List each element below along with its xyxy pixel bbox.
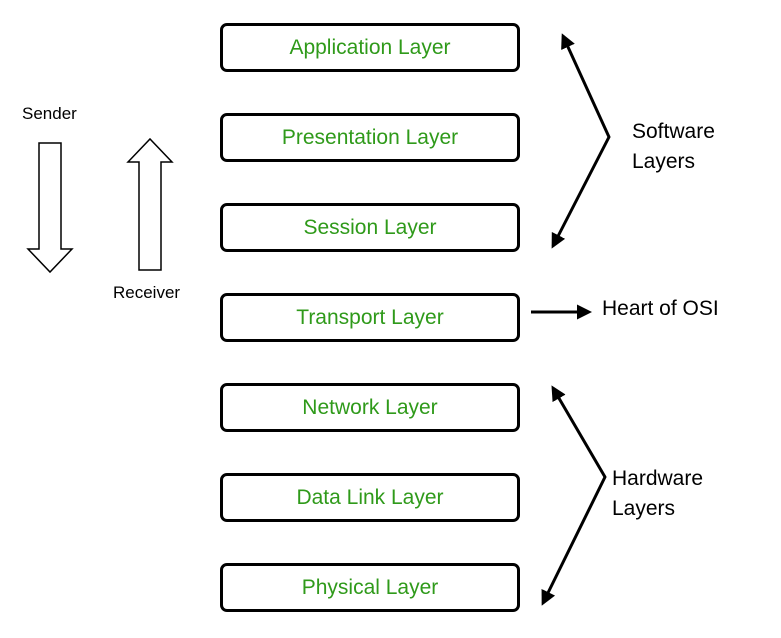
layer-box-data-link: Data Link Layer xyxy=(220,473,520,522)
receiver-up-arrow-icon xyxy=(126,137,174,271)
layer-label-data-link: Data Link Layer xyxy=(296,485,444,509)
layer-box-transport: Transport Layer xyxy=(220,293,520,342)
heart-of-osi-label: Heart of OSI xyxy=(602,297,719,320)
layer-label-transport: Transport Layer xyxy=(296,305,444,329)
layer-box-presentation: Presentation Layer xyxy=(220,113,520,162)
hardware-layers-label: Hardware Layers xyxy=(612,464,703,524)
receiver-label: Receiver xyxy=(113,283,181,302)
sender-down-arrow-icon xyxy=(26,142,74,274)
software-bracket-arrow-icon xyxy=(551,33,611,249)
layer-box-network: Network Layer xyxy=(220,383,520,432)
layer-label-application: Application Layer xyxy=(289,35,451,59)
hardware-layers-line1: Hardware xyxy=(612,467,704,490)
hardware-bracket-arrow-icon xyxy=(541,385,607,606)
software-layers-label: Software Layers xyxy=(632,117,715,177)
software-layers-line1: Software xyxy=(632,120,715,143)
software-layers-line2: Layers xyxy=(632,150,696,173)
layer-label-network: Network Layer xyxy=(302,395,438,419)
layer-box-physical: Physical Layer xyxy=(220,563,520,612)
layer-label-physical: Physical Layer xyxy=(301,575,439,599)
layer-label-session: Session Layer xyxy=(303,215,437,239)
layer-label-presentation: Presentation Layer xyxy=(281,125,459,149)
sender-label: Sender xyxy=(22,104,77,123)
hardware-layers-line2: Layers xyxy=(612,497,676,520)
layer-box-application: Application Layer xyxy=(220,23,520,72)
layer-box-session: Session Layer xyxy=(220,203,520,252)
